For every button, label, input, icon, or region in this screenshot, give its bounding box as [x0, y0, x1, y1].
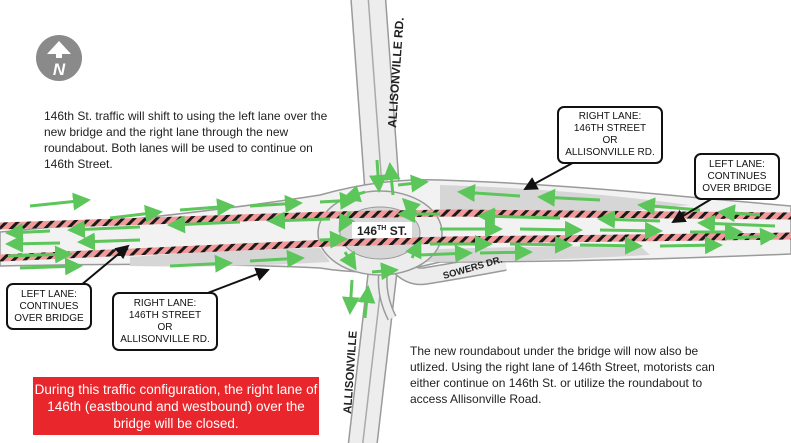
callout-line: CONTINUES: [19, 300, 79, 312]
lane-closure-alert: During this traffic configuration, the r…: [33, 377, 319, 435]
label-146th-suffix: ST.: [386, 224, 407, 238]
callout-right-lane-top: RIGHT LANE: 146TH STREET OR ALLISONVILLE…: [557, 106, 663, 164]
callout-line: ALLISONVILLE RD.: [120, 333, 210, 345]
callout-line: RIGHT LANE:: [133, 297, 197, 309]
callout-line: OR: [157, 321, 173, 333]
svg-text:146TH ST.: 146TH ST.: [357, 224, 407, 238]
callout-line: LEFT LANE:: [709, 158, 765, 170]
traffic-arrows: [5, 159, 778, 319]
callout-line: OVER BRIDGE: [702, 182, 772, 194]
callout-right-lane-bottom: RIGHT LANE: 146TH STREET OR ALLISONVILLE…: [112, 292, 218, 351]
callout-line: 146TH STREET: [573, 123, 647, 134]
closed-lanes: [0, 209, 791, 262]
north-letter: N: [53, 60, 66, 79]
callout-line: OVER BRIDGE: [14, 312, 84, 324]
callout-left-lane-left: LEFT LANE: CONTINUES OVER BRIDGE: [6, 283, 92, 330]
callout-line: RIGHT LANE:: [578, 111, 642, 122]
note-top-left: 146th St. traffic will shift to using th…: [44, 109, 328, 171]
label-146th-st: 146TH ST.: [352, 222, 412, 238]
label-146th-number: 146: [357, 224, 377, 238]
north-arrow-icon: N: [36, 35, 82, 81]
callout-line: LEFT LANE:: [21, 288, 77, 300]
callout-line: CONTINUES: [707, 170, 767, 182]
callout-line: ALLISONVILLE RD.: [565, 147, 655, 158]
callout-left-lane-right: LEFT LANE: CONTINUES OVER BRIDGE: [694, 153, 780, 200]
label-allisonville-south: ALLISONVILLE: [342, 330, 360, 414]
label-146th-sup: TH: [377, 225, 386, 232]
callout-line: OR: [602, 135, 618, 146]
alert-text: During this traffic configuration, the r…: [34, 381, 318, 431]
callout-line: 146TH STREET: [128, 309, 202, 321]
note-bottom-right: The new roundabout under the bridge will…: [410, 344, 715, 406]
